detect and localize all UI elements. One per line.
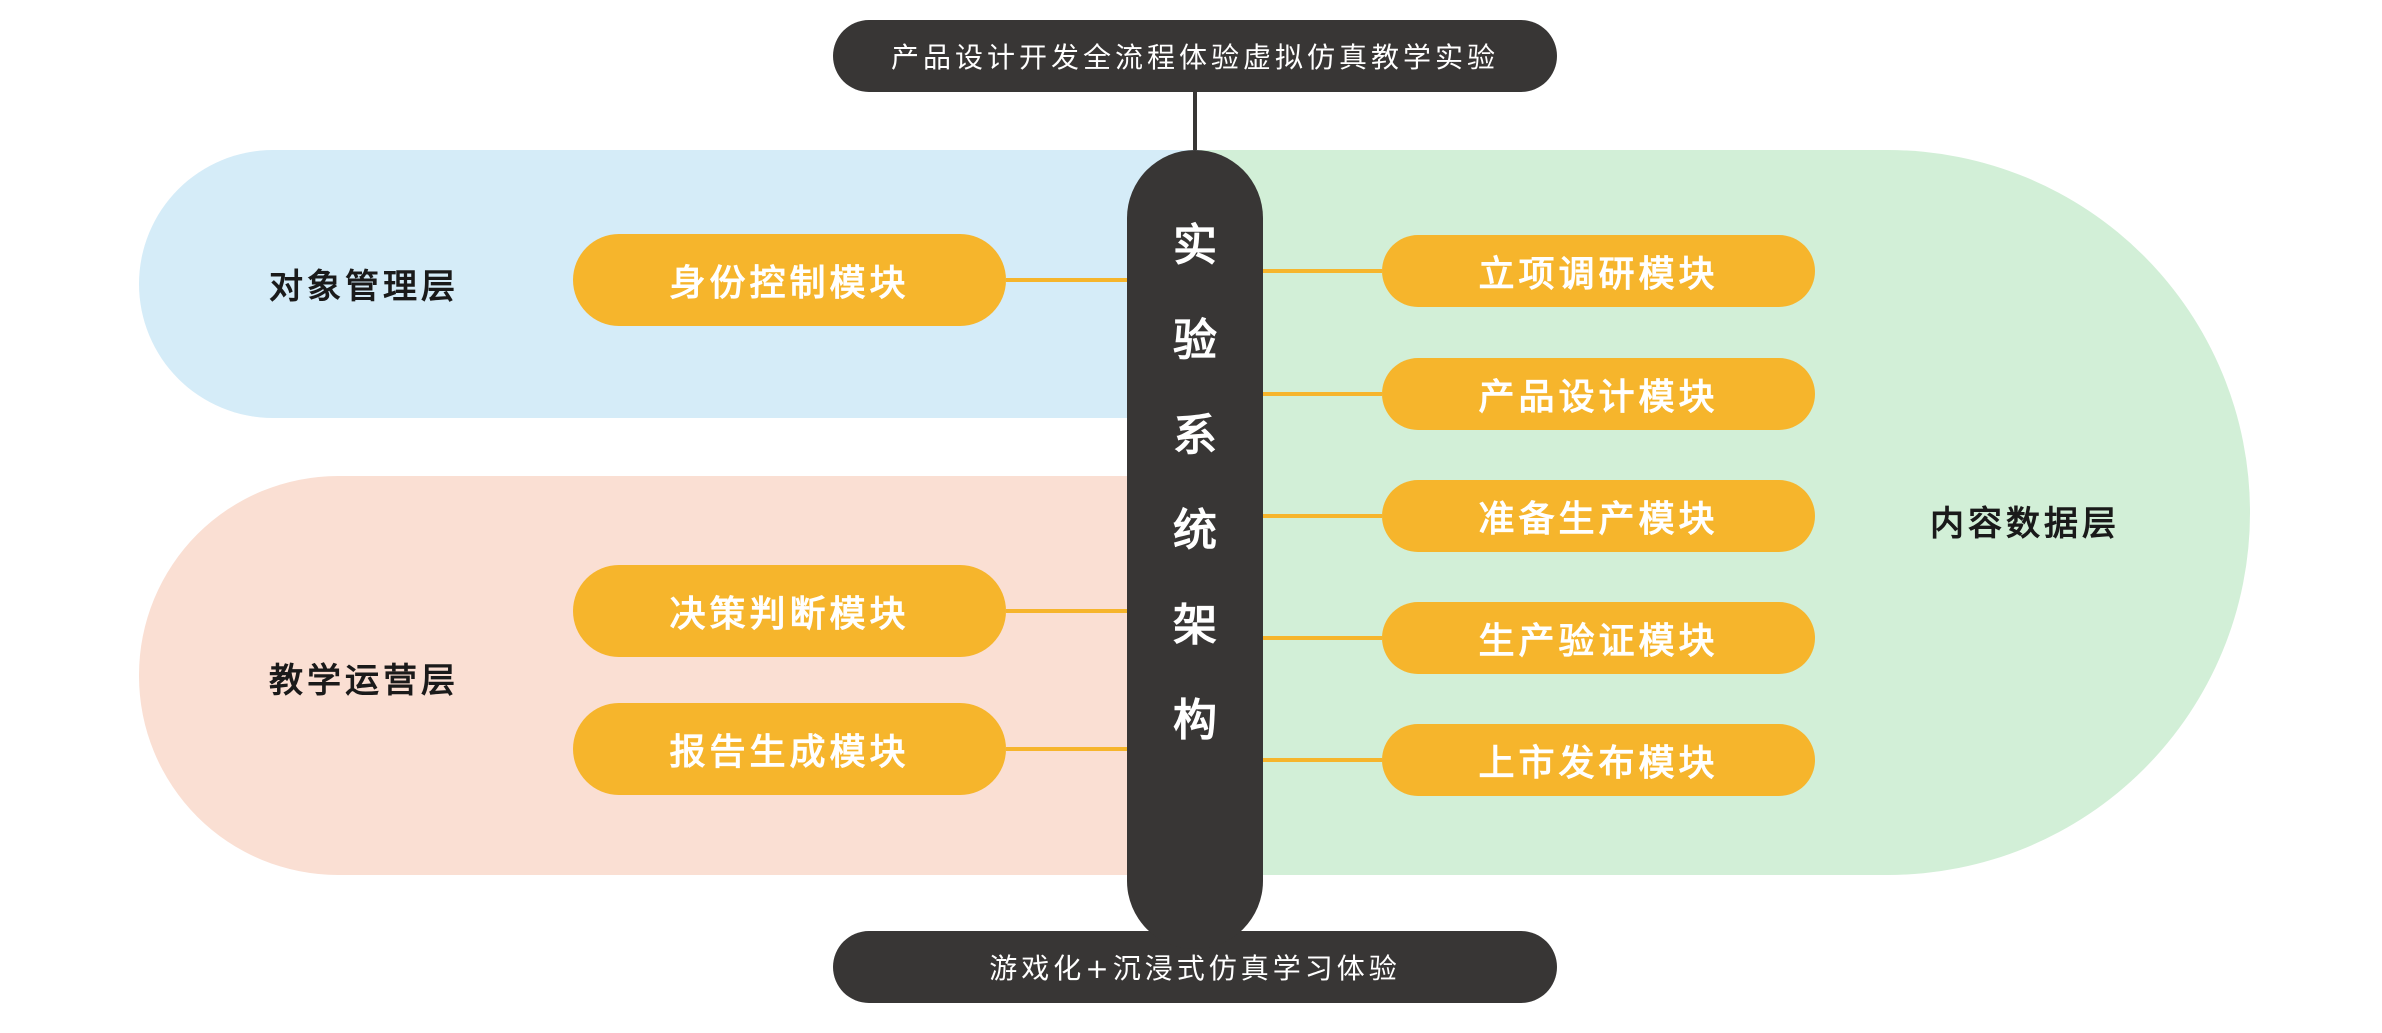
module-production-verify: 生产验证模块 bbox=[1382, 602, 1815, 674]
connector-right-2 bbox=[1263, 392, 1382, 396]
module-decision-judgment: 决策判断模块 bbox=[573, 565, 1006, 657]
object-layer-label: 对象管理层 bbox=[269, 267, 459, 307]
top-connector-line bbox=[1193, 92, 1197, 150]
spine-char: 架 bbox=[1173, 600, 1217, 651]
teaching-layer-background bbox=[139, 476, 1269, 875]
module-label: 上市发布模块 bbox=[1478, 743, 1719, 784]
teaching-layer-label: 教学运营层 bbox=[269, 661, 459, 701]
connector-left-3 bbox=[1006, 747, 1127, 751]
module-production-prep: 准备生产模块 bbox=[1382, 480, 1815, 552]
module-label: 准备生产模块 bbox=[1478, 499, 1719, 540]
connector-left-2 bbox=[1006, 609, 1127, 613]
top-caption-text: 产品设计开发全流程体验虚拟仿真教学实验 bbox=[890, 41, 1499, 74]
bottom-caption-text: 游戏化+沉浸式仿真学习体验 bbox=[989, 952, 1401, 985]
spine-char: 构 bbox=[1173, 695, 1217, 746]
module-identity-control: 身份控制模块 bbox=[573, 234, 1006, 326]
connector-left-1 bbox=[1006, 278, 1127, 282]
spine-char: 验 bbox=[1173, 315, 1217, 366]
connector-right-3 bbox=[1263, 514, 1382, 518]
module-label: 立项调研模块 bbox=[1478, 254, 1719, 295]
content-layer-label: 内容数据层 bbox=[1930, 504, 2120, 544]
bottom-caption-pill: 游戏化+沉浸式仿真学习体验 bbox=[833, 931, 1557, 1003]
module-project-research: 立项调研模块 bbox=[1382, 235, 1815, 307]
top-caption-pill: 产品设计开发全流程体验虚拟仿真教学实验 bbox=[833, 20, 1557, 92]
module-market-launch: 上市发布模块 bbox=[1382, 724, 1815, 796]
center-spine: 实 验 系 统 架 构 bbox=[1127, 150, 1263, 949]
module-label: 身份控制模块 bbox=[669, 263, 910, 304]
module-label: 生产验证模块 bbox=[1478, 621, 1719, 662]
connector-right-4 bbox=[1263, 636, 1382, 640]
module-label: 决策判断模块 bbox=[669, 594, 910, 635]
connector-right-1 bbox=[1263, 269, 1382, 273]
spine-char: 系 bbox=[1173, 410, 1217, 461]
module-report-generation: 报告生成模块 bbox=[573, 703, 1006, 795]
module-product-design: 产品设计模块 bbox=[1382, 358, 1815, 430]
module-label: 报告生成模块 bbox=[669, 732, 910, 773]
spine-char: 统 bbox=[1173, 505, 1217, 556]
module-label: 产品设计模块 bbox=[1478, 377, 1719, 418]
connector-right-5 bbox=[1263, 758, 1382, 762]
spine-char: 实 bbox=[1173, 220, 1217, 271]
